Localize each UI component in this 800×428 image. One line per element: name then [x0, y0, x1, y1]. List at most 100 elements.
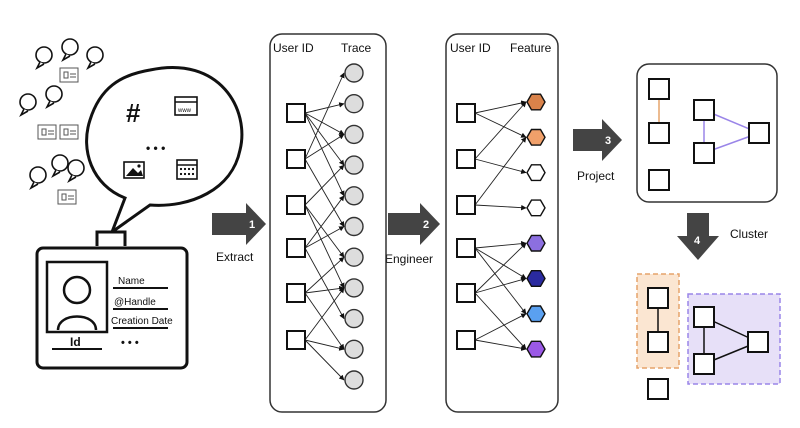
trace-node	[344, 124, 364, 145]
trace-node	[344, 216, 364, 237]
trace-edge	[304, 102, 345, 114]
small-chat-bubbles	[19, 38, 104, 191]
feature-nodes	[526, 93, 546, 358]
step-arrow-4: 4 Cluster	[677, 213, 768, 260]
trace-node	[344, 63, 364, 83]
trace-edge	[304, 134, 345, 160]
projected-node	[748, 122, 770, 144]
user-id-node	[456, 330, 476, 350]
feature-edge	[474, 242, 527, 294]
feature-edge	[474, 100, 527, 114]
trace-node	[344, 370, 364, 390]
trace-edge	[304, 339, 345, 381]
hashtag-icon: #	[126, 98, 141, 128]
trace-edge	[304, 204, 345, 289]
user-id-node	[286, 149, 306, 169]
feature-panel: User ID Feature	[445, 33, 559, 413]
svg-text:2: 2	[423, 219, 429, 231]
projected-node	[648, 122, 670, 144]
feature-edge	[474, 112, 527, 138]
feature-edge	[474, 277, 527, 294]
svg-text:3: 3	[605, 135, 611, 147]
user-id-node	[456, 149, 476, 169]
trace-panel-userid-header: User ID	[273, 41, 314, 55]
feature-panel-feature-header: Feature	[510, 41, 552, 55]
trace-edge	[304, 204, 345, 258]
trace-node	[344, 339, 364, 359]
user-id-node	[456, 238, 476, 258]
feature-edges	[474, 100, 527, 351]
user-id-node	[456, 103, 476, 123]
user-id-node	[286, 195, 306, 215]
bubble-ellipsis: • • •	[146, 141, 165, 155]
cluster-node	[647, 378, 669, 400]
projected-node	[693, 99, 715, 121]
trace-panel-trace-header: Trace	[341, 41, 372, 55]
feature-edge	[474, 101, 527, 160]
feature-edge	[474, 247, 527, 279]
trace-edges	[304, 72, 345, 381]
trace-node	[344, 247, 364, 267]
trace-user-nodes	[286, 103, 306, 350]
trace-edge	[304, 112, 345, 166]
trace-edge	[304, 256, 345, 294]
trace-edge	[304, 158, 345, 227]
cluster-node	[747, 331, 769, 353]
svg-text:www: www	[177, 108, 192, 114]
user-id-node	[286, 330, 306, 350]
feature-edge	[474, 247, 527, 315]
trace-edge	[304, 164, 345, 206]
user-id-node	[286, 103, 306, 123]
card-id-label: Id	[70, 335, 81, 349]
trace-edge	[304, 287, 345, 341]
step-label-cluster: Cluster	[730, 227, 768, 241]
svg-text:4: 4	[694, 235, 701, 247]
card-field-creation-date: Creation Date	[111, 316, 173, 327]
trace-edge	[304, 292, 345, 350]
speech-bubble	[85, 66, 244, 237]
feature-edge	[474, 204, 527, 211]
trace-node	[344, 186, 364, 206]
feature-edge	[474, 339, 527, 351]
card-field-name: Name	[118, 276, 145, 287]
feature-edge	[474, 240, 527, 249]
feature-edge	[474, 292, 527, 350]
trace-edge	[304, 195, 345, 249]
trace-node	[344, 155, 364, 175]
step-label-project: Project	[577, 169, 615, 183]
id-card: Id Name @Handle Creation Date • • •	[35, 230, 189, 370]
cluster-node	[647, 287, 669, 309]
projected-node	[648, 169, 670, 191]
feature-node	[526, 128, 546, 146]
trace-edge	[304, 112, 345, 197]
calendar-icon	[176, 159, 198, 180]
trace-node	[344, 308, 364, 329]
trace-node	[344, 278, 364, 298]
step-arrow-2: 2 Engineer	[385, 203, 440, 266]
feature-user-nodes	[456, 103, 476, 350]
projected-node	[693, 142, 715, 164]
cluster-result	[636, 273, 781, 400]
trace-nodes	[344, 63, 364, 390]
step-arrow-1: 1 Extract	[212, 203, 266, 264]
user-id-node	[456, 195, 476, 215]
projected-node	[648, 78, 670, 100]
feature-node	[526, 93, 546, 111]
trace-edge	[304, 112, 345, 135]
feature-panel-userid-header: User ID	[450, 41, 491, 55]
card-more: • • •	[121, 337, 139, 349]
feature-node	[526, 270, 546, 287]
user-id-node	[286, 238, 306, 258]
trace-edge	[304, 247, 345, 320]
trace-panel: User ID Trace	[269, 33, 387, 413]
feature-node	[526, 199, 546, 217]
feature-node	[526, 305, 546, 323]
trace-edge	[304, 285, 345, 294]
trace-edge	[304, 72, 345, 160]
cluster-node	[647, 331, 669, 353]
step-arrow-3: 3 Project	[573, 119, 622, 183]
browser-icon: www	[174, 96, 198, 116]
user-id-node	[286, 283, 306, 303]
trace-node	[344, 93, 364, 114]
